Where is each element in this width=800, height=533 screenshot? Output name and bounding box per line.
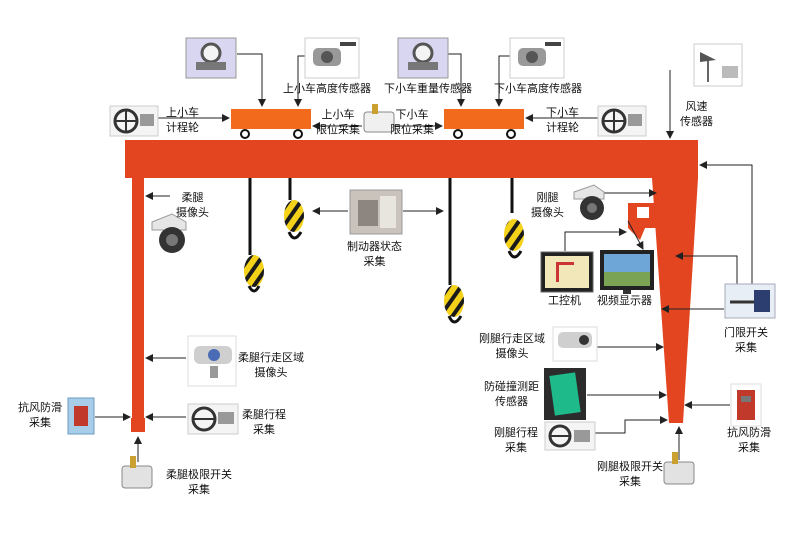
- video-display-icon: [600, 250, 654, 294]
- main-girder: [125, 140, 698, 178]
- lower-trolley: [444, 109, 524, 129]
- label-brake-status: 制动器状态采集: [347, 240, 402, 268]
- label-flexible-leg-limit-switch: 柔腿极限开关采集: [166, 468, 232, 496]
- label-rigid-leg-travel: 刚腿行程采集: [494, 426, 538, 454]
- bullet-camera-icon-right: [552, 326, 598, 362]
- anemometer-icon: [693, 43, 743, 87]
- door-switch-icon: [724, 283, 776, 319]
- dome-camera-icon-left: [151, 213, 187, 253]
- lower-trolley-wheel-left: [453, 129, 463, 139]
- label-flexible-leg-area-camera: 柔腿行走区域摄像头: [238, 351, 304, 379]
- device-images: [67, 37, 776, 489]
- load-ring-sensor-icon: [185, 37, 237, 79]
- label-door-limit-switch: 门限开关采集: [724, 326, 768, 354]
- label-upper-trolley-height-sensor: 上小车高度传感器: [283, 82, 371, 95]
- label-flexible-leg-travel: 柔腿行程采集: [242, 408, 286, 436]
- crane-structure: [125, 109, 698, 432]
- height-sensor-icon: [304, 37, 360, 79]
- hook-lower-trolley-1: [444, 285, 464, 324]
- operator-cab: [628, 203, 660, 240]
- label-rigid-leg-area-camera: 刚腿行走区域摄像头: [479, 332, 545, 360]
- hook-upper-trolley-2: [284, 200, 304, 240]
- label-industrial-pc: 工控机: [548, 294, 581, 307]
- flexible-leg: [132, 178, 144, 428]
- label-rigid-leg-limit-switch: 刚腿极限开关采集: [597, 460, 663, 488]
- upper-trolley-wheel-right: [293, 129, 303, 139]
- travel-wheel-icon-right: [544, 421, 596, 451]
- counter-wheel-icon-right: [597, 105, 647, 137]
- hook-upper-trolley-1: [244, 255, 264, 293]
- anti-slip-device-icon-left: [67, 397, 95, 435]
- flexible-leg-limit-switch-icon: [121, 456, 153, 489]
- flexible-leg-foot: [131, 418, 145, 432]
- label-flexible-leg-camera: 柔腿摄像头: [176, 191, 209, 219]
- label-upper-trolley-limit: 上小车限位采集: [316, 108, 360, 136]
- label-upper-trolley-counter-wheel: 上小车计程轮: [166, 106, 199, 134]
- rigid-leg-limit-switch-icon: [663, 452, 695, 485]
- height-sensor-icon-2: [509, 37, 565, 79]
- dome-camera-icon-right: [573, 184, 605, 220]
- label-wind-speed-sensor: 风速传感器: [680, 100, 713, 128]
- industrial-pc-icon: [540, 251, 594, 293]
- hook-lower-trolley-2: [504, 219, 524, 259]
- rigid-leg: [652, 178, 698, 423]
- label-anti-collision-sensor: 防碰撞测距传感器: [484, 380, 539, 408]
- label-wind-anti-slip-right: 抗风防滑采集: [727, 426, 771, 454]
- anti-slip-device-icon-right: [730, 383, 762, 427]
- lower-trolley-wheel-right: [506, 129, 516, 139]
- brake-photo-icon: [349, 189, 403, 235]
- travel-wheel-icon-left: [187, 403, 239, 435]
- label-lower-trolley-counter-wheel: 下小车计程轮: [546, 106, 579, 134]
- label-lower-trolley-limit: 下小车限位采集: [390, 108, 434, 136]
- upper-trolley-wheel-left: [240, 129, 250, 139]
- bullet-camera-icon-left: [187, 335, 237, 387]
- label-wind-anti-slip-left: 抗风防滑采集: [18, 401, 62, 429]
- label-lower-trolley-weight-sensor: 下小车重量传感器: [384, 82, 472, 95]
- limit-switch-icon: [363, 104, 395, 133]
- cab-window: [637, 207, 649, 218]
- rangefinder-icon: [544, 368, 586, 420]
- upper-trolley: [231, 109, 311, 129]
- label-rigid-leg-camera: 刚腿摄像头: [531, 191, 564, 219]
- label-lower-trolley-height-sensor: 下小车高度传感器: [494, 82, 582, 95]
- label-video-display: 视频显示器: [597, 294, 652, 307]
- weight-sensor-icon: [397, 37, 449, 79]
- counter-wheel-icon-left: [109, 105, 159, 137]
